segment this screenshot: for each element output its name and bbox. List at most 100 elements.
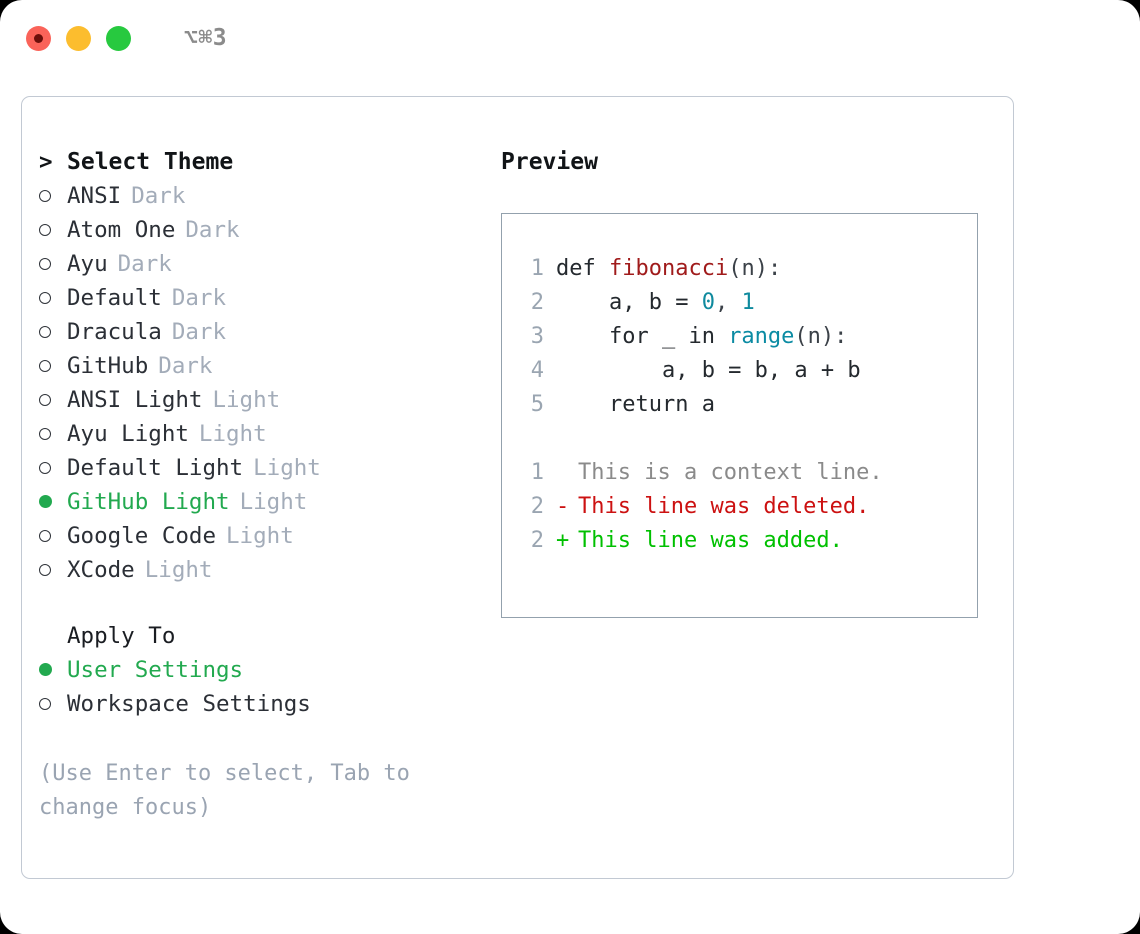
theme-kind-badge: Light	[212, 387, 281, 413]
theme-name: Dracula	[67, 319, 162, 345]
line-number: 2	[530, 494, 544, 519]
line-number: 5	[530, 392, 544, 417]
apply-to-option[interactable]: Workspace Settings	[39, 687, 469, 721]
code-token: range	[728, 324, 795, 349]
line-number: 1	[530, 256, 544, 281]
theme-list-item[interactable]: ANSI Dark	[39, 179, 469, 213]
theme-kind-badge: Light	[226, 523, 294, 549]
theme-name: Ayu Light	[67, 421, 189, 447]
theme-list-item[interactable]: GitHub Light Light	[39, 485, 469, 519]
theme-name: GitHub	[67, 353, 149, 379]
diff-sign	[556, 456, 578, 490]
theme-kind-badge: Light	[198, 421, 267, 447]
code-line: 5 return a	[514, 388, 977, 422]
line-number: 1	[530, 460, 544, 485]
theme-name: XCode	[67, 557, 135, 583]
radio-unselected-icon[interactable]	[39, 213, 67, 247]
radio-unselected-icon[interactable]	[39, 553, 67, 587]
theme-list-item[interactable]: Ayu Light Light	[39, 417, 469, 451]
apply-to-option[interactable]: User Settings	[39, 653, 469, 687]
code-line: 1 def fibonacci(n):	[514, 252, 977, 286]
theme-kind-badge: Dark	[171, 319, 227, 345]
page-title: Select Theme	[67, 149, 234, 175]
code-token: 0	[701, 290, 715, 315]
line-number: 3	[530, 324, 544, 349]
diff-content: This is a context line.	[578, 460, 883, 485]
radio-unselected-icon[interactable]	[39, 247, 67, 281]
theme-kind-badge: Light	[239, 489, 308, 515]
theme-name: ANSI	[67, 183, 122, 209]
diff-content: This line was added.	[578, 528, 843, 553]
code-token: 1	[741, 290, 755, 315]
code-line: 2 a, b = 0, 1	[514, 286, 977, 320]
line-number: 2	[530, 528, 544, 553]
code-line: 3 for _ in range(n):	[514, 320, 977, 354]
radio-unselected-icon[interactable]	[39, 451, 67, 485]
radio-unselected-icon[interactable]	[39, 519, 67, 553]
code-token: (n):	[728, 256, 782, 281]
theme-picker-header: > Select Theme	[39, 145, 469, 179]
radio-selected-icon[interactable]	[39, 485, 67, 519]
theme-name: Default Light	[67, 455, 244, 481]
theme-list-item[interactable]: Ayu Dark	[39, 247, 469, 281]
diff-content: This line was deleted.	[578, 494, 870, 519]
code-token: def	[556, 256, 609, 281]
code-token: (n):	[794, 324, 848, 349]
theme-name: ANSI Light	[67, 387, 203, 413]
diff-text: This is a context line.	[556, 456, 883, 490]
code-diff-separator	[514, 422, 977, 456]
minimize-icon[interactable]	[66, 25, 91, 51]
apply-to-label: Apply To	[67, 623, 176, 649]
code-token: ,	[714, 290, 742, 315]
code-token: fibonacci	[608, 256, 729, 281]
radio-unselected-icon[interactable]	[39, 383, 67, 417]
window-titlebar: ⌥⌘3	[0, 0, 1140, 76]
theme-name: GitHub Light	[67, 489, 230, 515]
theme-list-item[interactable]: Atom One Dark	[39, 213, 469, 247]
radio-selected-icon[interactable]	[39, 653, 67, 687]
diff-sign: +	[556, 528, 570, 553]
diff-line: 2 -This line was deleted.	[514, 490, 977, 524]
radio-unselected-icon[interactable]	[39, 281, 67, 315]
zoom-icon[interactable]	[106, 25, 131, 51]
radio-unselected-icon[interactable]	[39, 687, 67, 721]
diff-line: 2 + This line was added.	[514, 524, 977, 558]
apply-to-option-label: User Settings	[67, 657, 244, 683]
theme-kind-badge: Dark	[117, 251, 172, 277]
theme-kind-badge: Dark	[185, 217, 240, 243]
close-icon[interactable]	[26, 25, 51, 51]
keyboard-hint: (Use Enter to select, Tab to change focu…	[39, 761, 424, 820]
code-token: a, b = b, a + b	[556, 358, 861, 383]
radio-unselected-icon[interactable]	[39, 349, 67, 383]
theme-name: Default	[67, 285, 162, 311]
apply-to-option-label: Workspace Settings	[67, 691, 311, 717]
theme-kind-badge: Dark	[131, 183, 186, 209]
diff-sample: 1 This is a context line. 2 -This line was…	[514, 456, 977, 558]
line-number: 4	[530, 358, 544, 383]
theme-list-item[interactable]: ANSI Light Light	[39, 383, 469, 417]
keyboard-shortcut-label: ⌥⌘3	[184, 25, 228, 51]
code-text: for _ in range(n):	[556, 320, 847, 354]
diff-text: -This line was deleted.	[556, 490, 869, 524]
theme-name: Ayu	[67, 251, 108, 277]
diff-text: + This line was added.	[556, 524, 843, 558]
code-text: a, b = 0, 1	[556, 286, 755, 320]
theme-kind-badge: Dark	[171, 285, 227, 311]
radio-unselected-icon[interactable]	[39, 315, 67, 349]
theme-list-item[interactable]: Default Dark	[39, 281, 469, 315]
theme-list-item[interactable]: Dracula Dark	[39, 315, 469, 349]
code-text: return a	[556, 388, 715, 422]
radio-unselected-icon[interactable]	[39, 179, 67, 213]
theme-name: Atom One	[67, 217, 176, 243]
radio-unselected-icon[interactable]	[39, 417, 67, 451]
